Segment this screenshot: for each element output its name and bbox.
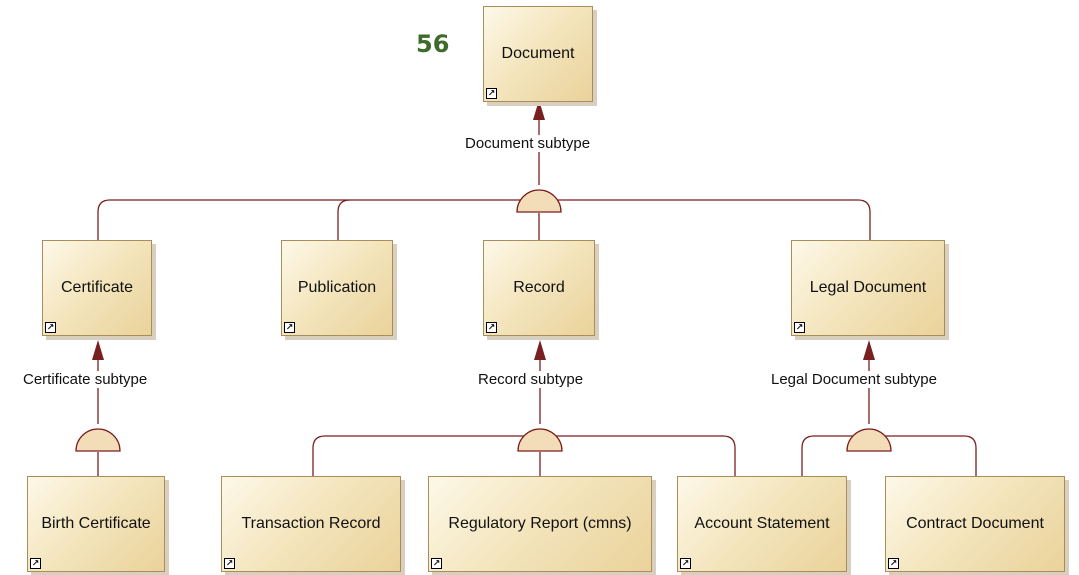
record-subtype-arrowhead [534,340,546,360]
label-certificate-subtype: Certificate subtype [23,371,148,388]
shortcut-arrow-icon[interactable]: ↗ [486,322,497,333]
node-document[interactable]: Document ↗ [483,6,593,102]
legal-document-subtype-arrowhead [863,340,875,360]
diagram-number-badge: 56 [416,30,450,58]
label-document-subtype: Document subtype [465,135,591,152]
shortcut-arrow-icon[interactable]: ↗ [680,558,691,569]
legal-document-subtype-gate [846,428,892,452]
shortcut-arrow-icon[interactable]: ↗ [486,88,497,99]
shortcut-arrow-icon[interactable]: ↗ [794,322,805,333]
node-label: Publication [297,279,377,296]
certificate-subtype-arrowhead [92,340,104,360]
shortcut-arrow-icon[interactable]: ↗ [30,558,41,569]
node-label: Record [513,279,565,296]
node-legal-document[interactable]: Legal Document ↗ [791,240,945,336]
node-label: Regulatory Report (cmns) [448,515,632,532]
node-publication[interactable]: Publication ↗ [281,240,393,336]
legal-document-subtype-connector [801,358,977,476]
shortcut-arrow-icon[interactable]: ↗ [284,322,295,333]
node-certificate[interactable]: Certificate ↗ [42,240,152,336]
node-account-statement[interactable]: Account Statement ↗ [677,476,847,572]
node-birth-certificate[interactable]: Birth Certificate ↗ [27,476,165,572]
node-transaction-record[interactable]: Transaction Record ↗ [221,476,401,572]
record-subtype-gate [517,428,563,452]
node-label: Certificate [60,279,134,296]
node-label: Contract Document [906,515,1044,532]
label-record-subtype: Record subtype [478,371,584,388]
node-contract-document[interactable]: Contract Document ↗ [885,476,1065,572]
node-record[interactable]: Record ↗ [483,240,595,336]
node-regulatory-report[interactable]: Regulatory Report (cmns) ↗ [428,476,652,572]
label-legal-document-subtype: Legal Document subtype [771,371,937,388]
shortcut-arrow-icon[interactable]: ↗ [224,558,235,569]
shortcut-arrow-icon[interactable]: ↗ [888,558,899,569]
shortcut-arrow-icon[interactable]: ↗ [45,322,56,333]
certificate-subtype-gate [75,428,121,452]
shortcut-arrow-icon[interactable]: ↗ [431,558,442,569]
node-label: Document [501,45,575,62]
node-label: Transaction Record [241,515,381,532]
document-subtype-gate [516,189,562,213]
node-label: Legal Document [809,279,927,296]
node-label: Account Statement [694,515,830,532]
node-label: Birth Certificate [41,515,151,532]
document-subtype-arrowhead [533,100,545,120]
